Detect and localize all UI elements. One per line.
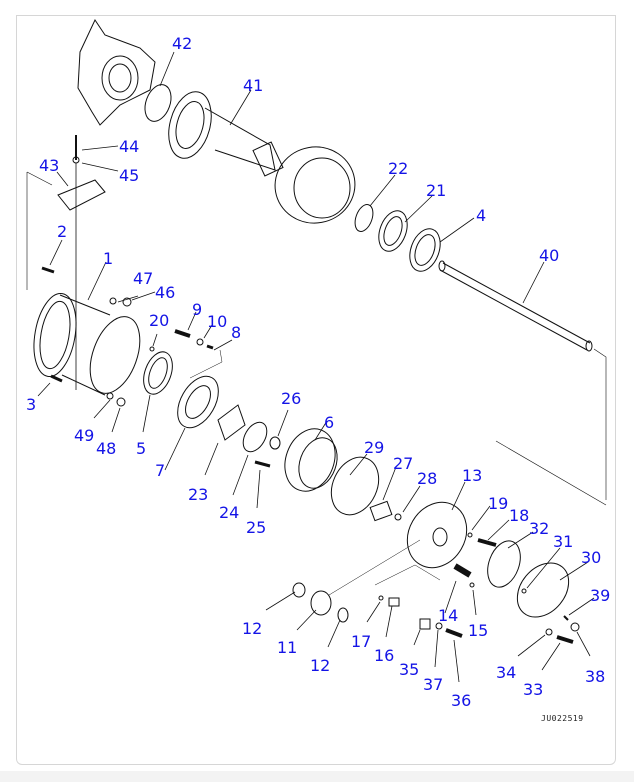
bearing-4: [409, 228, 441, 272]
callout-12-right[interactable]: 12: [310, 656, 331, 675]
callout-3[interactable]: 3: [26, 395, 37, 414]
callout-24[interactable]: 24: [219, 503, 240, 522]
callout-13[interactable]: 13: [462, 466, 483, 485]
ring-gear-7: [177, 375, 219, 429]
callout-32[interactable]: 32: [529, 519, 550, 538]
callout-2[interactable]: 2: [57, 222, 68, 241]
callout-43[interactable]: 43: [39, 156, 60, 175]
wheel-hub-drawing: [33, 292, 141, 396]
callout-12-left[interactable]: 12: [242, 619, 263, 638]
callout-30[interactable]: 30: [581, 548, 602, 567]
callout-14[interactable]: 14: [438, 606, 459, 625]
drawing-reference-code: JU022519: [541, 714, 584, 723]
o-ring-32: [487, 540, 521, 588]
callout-45[interactable]: 45: [119, 166, 140, 185]
o-ring-22: [354, 204, 374, 232]
callout-15[interactable]: 15: [468, 621, 489, 640]
callout-38[interactable]: 38: [585, 667, 606, 686]
callout-8[interactable]: 8: [231, 323, 242, 342]
axle-shaft-drawing: [438, 260, 593, 352]
spindle-drawing: [168, 91, 284, 177]
callout-9[interactable]: 9: [192, 300, 203, 319]
callout-41[interactable]: 41: [243, 76, 264, 95]
callout-33[interactable]: 33: [523, 680, 544, 699]
callout-21[interactable]: 21: [426, 181, 447, 200]
callout-22[interactable]: 22: [388, 159, 409, 178]
callout-11[interactable]: 11: [277, 638, 298, 657]
o-ring-29: [330, 456, 380, 516]
bottom-strip: [0, 771, 634, 782]
callout-26[interactable]: 26: [281, 389, 302, 408]
bearing-5: [143, 351, 173, 395]
callout-5[interactable]: 5: [136, 439, 147, 458]
callout-44[interactable]: 44: [119, 137, 140, 156]
callout-6[interactable]: 6: [324, 413, 335, 432]
callout-35[interactable]: 35: [399, 660, 420, 679]
seal-21: [378, 210, 408, 252]
callout-17[interactable]: 17: [351, 632, 372, 651]
callout-23[interactable]: 23: [188, 485, 209, 504]
callout-27[interactable]: 27: [393, 454, 414, 473]
callout-31[interactable]: 31: [553, 532, 574, 551]
ring-6: [284, 428, 336, 492]
carrier-housing-drawing: [274, 146, 356, 224]
callout-19[interactable]: 19: [488, 494, 509, 513]
flange-housing-drawing: [77, 18, 156, 126]
callout-29[interactable]: 29: [364, 438, 385, 457]
callout-7[interactable]: 7: [155, 461, 166, 480]
callout-39[interactable]: 39: [590, 586, 611, 605]
callout-18[interactable]: 18: [509, 506, 530, 525]
callout-28[interactable]: 28: [417, 469, 438, 488]
callout-48[interactable]: 48: [96, 439, 117, 458]
callout-25[interactable]: 25: [246, 518, 267, 537]
callout-42[interactable]: 42: [172, 34, 193, 53]
callout-20[interactable]: 20: [149, 311, 170, 330]
callout-47[interactable]: 47: [133, 269, 154, 288]
leader-lines: [37, 51, 595, 683]
callout-10[interactable]: 10: [207, 312, 228, 331]
callout-46[interactable]: 46: [155, 283, 176, 302]
cover-30: [516, 562, 570, 618]
callout-16[interactable]: 16: [374, 646, 395, 665]
callout-49[interactable]: 49: [74, 426, 95, 445]
callout-34[interactable]: 34: [496, 663, 517, 682]
callout-40[interactable]: 40: [539, 246, 560, 265]
callout-37[interactable]: 37: [423, 675, 444, 694]
callout-1[interactable]: 1: [103, 249, 114, 268]
callout-36[interactable]: 36: [451, 691, 472, 710]
o-ring-42: [144, 84, 172, 122]
callout-4[interactable]: 4: [476, 206, 487, 225]
